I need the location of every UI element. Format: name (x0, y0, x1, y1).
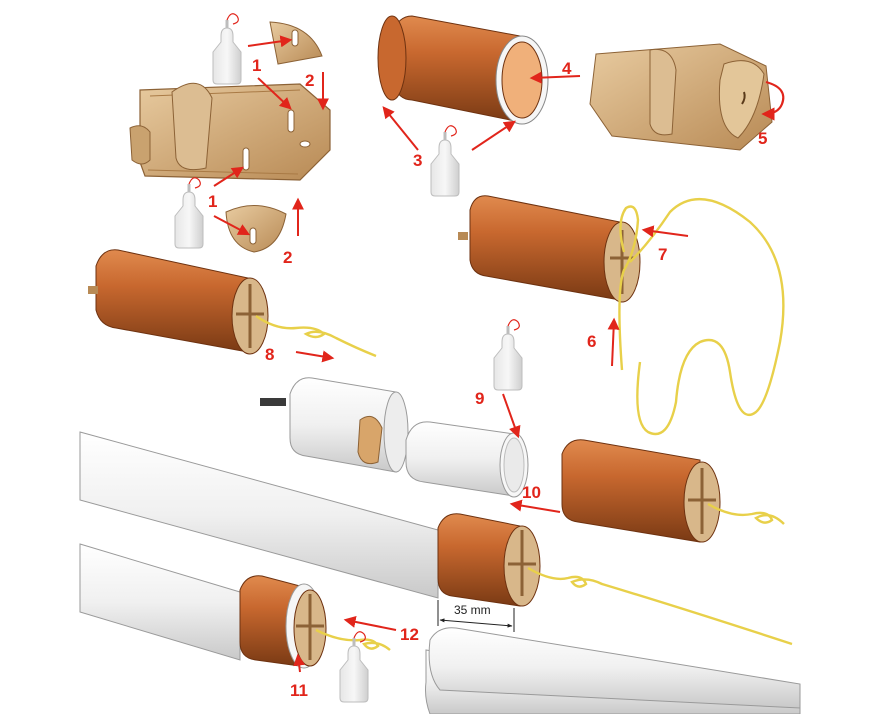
arrow (382, 106, 419, 151)
glue-bottle-icon (429, 124, 461, 198)
arrow (213, 166, 245, 187)
step-label-12: 12 (400, 625, 419, 644)
step-label-2: 2 (305, 71, 314, 90)
step-label-11: 11 (290, 681, 308, 700)
white-sleeve-cut (260, 377, 409, 473)
arrow (247, 35, 293, 48)
step-label-10: 10 (522, 483, 541, 502)
white-sleeve (405, 421, 529, 498)
step-label-4: 4 (562, 59, 572, 78)
tube-with-knot-2 (561, 439, 721, 543)
tube-with-knot (88, 249, 269, 355)
arrow (213, 215, 251, 236)
step-label-3: 3 (413, 151, 422, 170)
step-label-7: 7 (658, 245, 667, 264)
wooden-cradle (589, 43, 773, 151)
step-label-5: 5 (758, 129, 767, 148)
arrow (343, 615, 397, 631)
arrow (641, 225, 689, 238)
arrow (471, 120, 516, 151)
arrow (509, 499, 561, 513)
glue-bottle-icon (338, 630, 370, 704)
string (315, 628, 391, 651)
arrow (257, 77, 292, 110)
string (527, 566, 793, 646)
glue-bottle-icon (173, 176, 205, 250)
string (255, 315, 377, 358)
arrow (529, 71, 581, 84)
arrow (502, 393, 521, 439)
rotate-arrow (761, 80, 785, 121)
dimension-35mm: 35 mm (437, 600, 515, 632)
glue-bottle-icon (211, 12, 243, 86)
arrow (295, 350, 335, 363)
step-label-1: 1 (208, 192, 217, 211)
tube-with-cap (458, 195, 641, 303)
dimension-label: 35 mm (454, 603, 491, 617)
step-label-2: 2 (283, 248, 292, 267)
arrow (607, 317, 620, 367)
step-label-6: 6 (587, 332, 596, 351)
step-label-9: 9 (475, 389, 484, 408)
orange-tube (377, 15, 549, 125)
string (618, 198, 785, 436)
string (707, 502, 785, 525)
step-label-8: 8 (265, 345, 274, 364)
long-pipe-upper (79, 431, 541, 607)
glue-bottle-icon (492, 318, 524, 392)
step-label-1: 1 (252, 56, 261, 75)
long-pipe-lower (79, 543, 801, 714)
arrow (293, 653, 306, 673)
